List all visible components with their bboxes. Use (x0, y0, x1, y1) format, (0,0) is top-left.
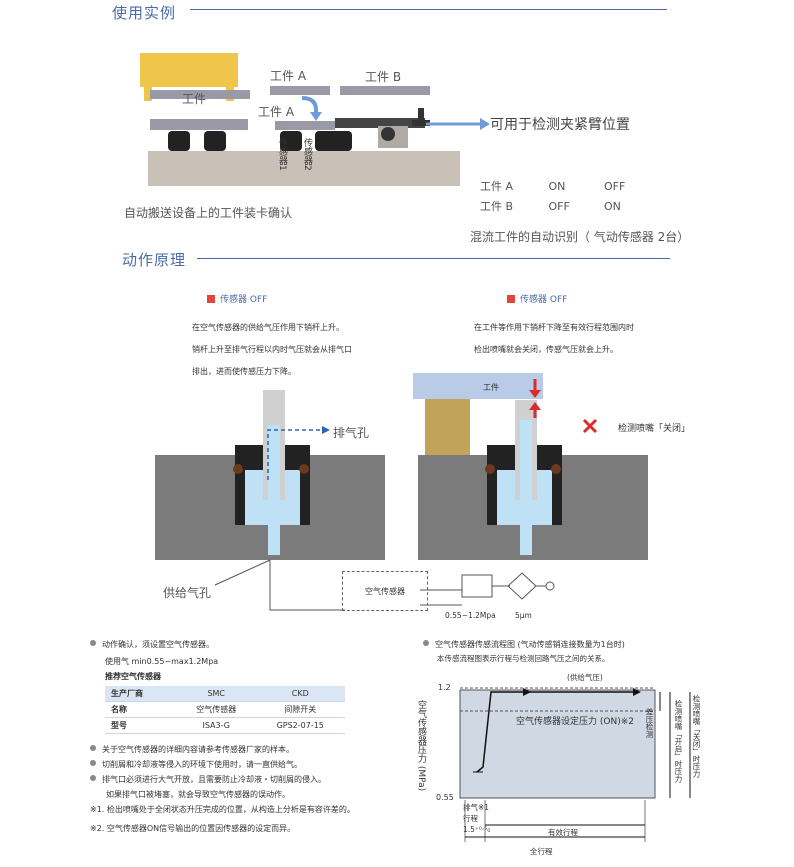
graph-setting-label: 空气传感器设定压力 (ON)※2 (516, 717, 634, 727)
gray-workpiece (150, 90, 250, 99)
supply-label: 供给气孔 (163, 586, 212, 600)
graph-exhaust-value: 1.5⁺⁰·⁵₀ (463, 825, 491, 834)
sensor-1-label: 传感器1 (277, 138, 287, 171)
graph-open-label: 检测喷嘴「开启」时压力 (674, 700, 683, 783)
left-caption: 自动搬送设备上的工件装卡确认 (124, 206, 293, 220)
filter-label: 5μm (515, 611, 532, 620)
flow-graph (459, 687, 691, 842)
right-caption: 混流工件的自动识别（ 气动传感器 2台） (470, 230, 690, 244)
workpiece-label: 工件 (182, 92, 207, 106)
section-divider (197, 258, 670, 259)
truth-row: 工件 A ON OFF (480, 180, 626, 193)
graph-title: 空气传感器传感流程图 (气动传感销连接数量为1台时) (423, 639, 625, 650)
nozzle-closed-label: 检测喷嘴「关闭」 (618, 424, 691, 434)
graph-y-bottom: 0.55 (436, 793, 454, 802)
left-heading: 传感器 OFF (207, 292, 267, 305)
note-line-2: 使用气 min0.55~max1.2Mpa (105, 657, 219, 666)
graph-y-top: 1.2 (438, 683, 451, 692)
graph-supply-label: (供给气压) (567, 673, 603, 682)
list-item: 关于空气传感器的详细内容请参考传感器厂家的样本。 (90, 742, 355, 757)
graph-y-label: 空气传感器压力 (MPa) (416, 700, 426, 792)
truth-row: 工件 B OFF ON (480, 200, 621, 213)
list-item: 排气口必须进行大气开放，且需要防止冷却液・切削屑的侵入。 (90, 772, 355, 787)
graph-exhaust-label-2: 行程 (463, 814, 478, 823)
workpiece-label-2: 工件 (483, 383, 499, 392)
table-row: 型号 ISA3-G GPS2-07-15 (105, 717, 345, 734)
graph-diff-label: 差压检测 (645, 708, 654, 738)
sensor-spec-table: 生产厂商 SMC CKD 名称 空气传感器 间隙开关 型号 ISA3-G GPS… (105, 686, 345, 734)
section-title-usage: 使用实例 (112, 4, 177, 22)
notes-bullets: 关于空气传感器的详细内容请参考传感器厂家的样本。 切削屑和冷却液等侵入的环境下使… (90, 742, 355, 836)
table-row: 生产厂商 SMC CKD (105, 686, 345, 702)
yellow-workpiece (140, 53, 238, 87)
recommend-title: 推荐空气传感器 (105, 672, 161, 681)
section-divider (190, 9, 667, 10)
sensor-2-label: 传感器2 (302, 138, 312, 171)
section-title-principle: 动作原理 (122, 251, 187, 269)
graph-exhaust-label: 排气※1 (463, 803, 490, 812)
closed-x-icon (582, 418, 598, 434)
usage-illustration (140, 53, 490, 186)
list-item: 切削屑和冷却液等侵入的环境下使用时，请一直供给气。 (90, 757, 355, 772)
right-heading: 传感器 OFF (507, 292, 567, 305)
principle-diagram (155, 373, 648, 611)
regulator-range: 0.55~1.2Mpa (445, 611, 496, 620)
table-row: 名称 空气传感器 间隙开关 (105, 701, 345, 718)
truth-table: 工件 A ON OFF 工件 B OFF ON (480, 178, 625, 218)
graph-closed-label: 检测喷嘴「关闭」时压力 (692, 695, 701, 778)
left-description: 在空气传感器的供给气压作用下销杆上升。 销杆上升至排气行程以内时气压就会从排气口… (192, 323, 352, 376)
work-b-label: 工件 B (365, 70, 402, 84)
clamp-note: 可用于检测夹紧臂位置 (490, 117, 630, 133)
work-a-label: 工件 A (270, 69, 307, 83)
graph-full-label: 全行程 (530, 847, 553, 856)
air-sensor-box: 空气传感器 (342, 571, 428, 611)
graph-subtitle: 本传感流程图表示行程与检测回路气压之间的关系。 (437, 654, 610, 663)
exhaust-label: 排气孔 (333, 426, 370, 440)
work-a-label-2: 工件 A (258, 105, 295, 119)
right-description: 在工件等作用下销杆下降至有效行程范围内时 检出喷嘴就会关闭，传感气压就会上升。 (474, 323, 634, 354)
base-block (148, 151, 460, 186)
note-line-1: 动作确认，须设置空气传感器。 (90, 639, 214, 650)
graph-effective-label: 有效行程 (548, 828, 578, 837)
